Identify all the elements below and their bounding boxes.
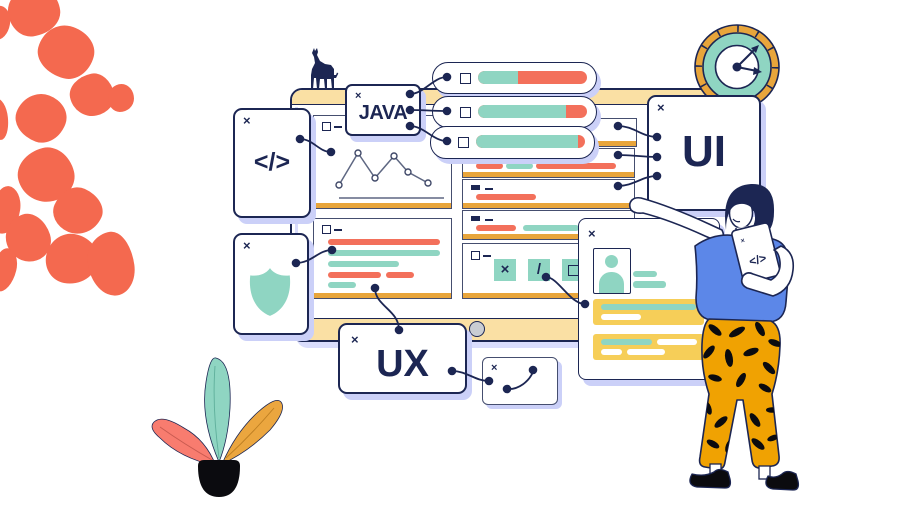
window-dash-icon bbox=[483, 255, 491, 257]
content-block bbox=[593, 299, 704, 325]
giraffe-icon bbox=[311, 48, 339, 89]
pill-square-icon bbox=[460, 107, 471, 118]
ui-label: UI bbox=[682, 127, 726, 176]
decor-blob bbox=[0, 97, 11, 141]
avatar-body bbox=[599, 272, 624, 293]
card-footer-strip bbox=[463, 203, 634, 208]
window-square-icon bbox=[471, 251, 480, 260]
shield-tag-card: × bbox=[233, 233, 309, 335]
code-glyph: </> bbox=[748, 251, 768, 269]
window-dash-icon bbox=[485, 188, 493, 190]
text-card bbox=[313, 218, 452, 299]
skeleton-bar bbox=[328, 282, 356, 288]
window-dash-icon bbox=[334, 229, 342, 231]
progress-fill bbox=[478, 71, 519, 84]
skeleton-bar bbox=[601, 349, 622, 355]
window-rect-icon bbox=[471, 216, 480, 221]
window-dash-icon bbox=[485, 219, 493, 221]
list-card bbox=[462, 179, 635, 209]
window-dash-icon bbox=[334, 126, 342, 128]
skeleton-bar bbox=[476, 194, 536, 200]
window-square-icon bbox=[322, 225, 331, 234]
ux-label: UX bbox=[376, 343, 429, 385]
skeleton-bar bbox=[633, 271, 657, 277]
skeleton-bar bbox=[523, 225, 579, 231]
ux-tag-card: × UX bbox=[338, 323, 467, 394]
skeleton-bar bbox=[328, 250, 440, 256]
skeleton-bar bbox=[601, 339, 652, 345]
close-icon[interactable]: × bbox=[351, 332, 359, 347]
checkbox-cross[interactable]: × bbox=[494, 259, 516, 281]
monitor-home-button[interactable] bbox=[469, 321, 485, 337]
skeleton-bar bbox=[627, 349, 665, 355]
close-icon[interactable]: × bbox=[588, 226, 596, 241]
skeleton-bar bbox=[476, 163, 503, 169]
java-tag-card: × JAVA bbox=[345, 84, 421, 136]
progress-fill bbox=[478, 105, 567, 118]
close-icon[interactable]: × bbox=[243, 238, 251, 253]
avatar-head bbox=[605, 255, 618, 268]
skeleton-bar bbox=[506, 163, 533, 169]
code-tag-card: × </> bbox=[233, 108, 311, 218]
close-icon: × bbox=[740, 237, 746, 245]
progress-pill bbox=[432, 96, 597, 128]
plant-illustration bbox=[151, 357, 283, 497]
checkbox-slash[interactable]: / bbox=[528, 259, 550, 281]
avatar bbox=[593, 248, 631, 294]
java-label: JAVA bbox=[358, 102, 408, 124]
clock-icon bbox=[694, 24, 780, 110]
skeleton-bar bbox=[476, 225, 516, 231]
decor-blob bbox=[108, 84, 134, 112]
decor-blob bbox=[83, 229, 139, 299]
progress-track bbox=[478, 71, 587, 84]
skeleton-bar bbox=[601, 314, 641, 320]
content-block bbox=[593, 334, 704, 360]
skeleton-bar bbox=[601, 304, 696, 310]
skeleton-bar bbox=[328, 272, 381, 278]
skeleton-bar bbox=[328, 239, 440, 245]
progress-fill bbox=[476, 135, 579, 148]
skeleton-bar bbox=[633, 281, 666, 288]
window-rect-icon bbox=[471, 185, 480, 190]
card-footer-strip bbox=[463, 234, 634, 239]
progress-track bbox=[476, 135, 585, 148]
progress-pill bbox=[430, 126, 595, 159]
skeleton-bar bbox=[657, 339, 697, 345]
window-square-icon bbox=[322, 122, 331, 131]
close-icon[interactable]: × bbox=[657, 100, 665, 115]
curve-card: × bbox=[482, 357, 558, 405]
card-footer-strip bbox=[463, 172, 634, 177]
progress-pill bbox=[432, 62, 597, 94]
close-icon[interactable]: × bbox=[243, 113, 251, 128]
skeleton-bar bbox=[386, 272, 414, 278]
pill-square-icon bbox=[460, 73, 471, 84]
shield-icon bbox=[249, 268, 291, 316]
skeleton-bar bbox=[328, 261, 399, 267]
skeleton-bar bbox=[536, 163, 616, 169]
card-footer-strip bbox=[314, 293, 451, 298]
code-glyph: </> bbox=[253, 148, 291, 176]
close-icon[interactable]: × bbox=[491, 362, 498, 374]
pill-square-icon bbox=[458, 137, 469, 148]
decor-blob bbox=[9, 86, 73, 150]
mini-line-chart bbox=[335, 149, 444, 199]
close-icon[interactable]: × bbox=[355, 90, 362, 102]
card-footer-strip bbox=[314, 203, 451, 208]
progress-track bbox=[478, 105, 587, 118]
woman-illustration: × </> bbox=[628, 183, 800, 491]
